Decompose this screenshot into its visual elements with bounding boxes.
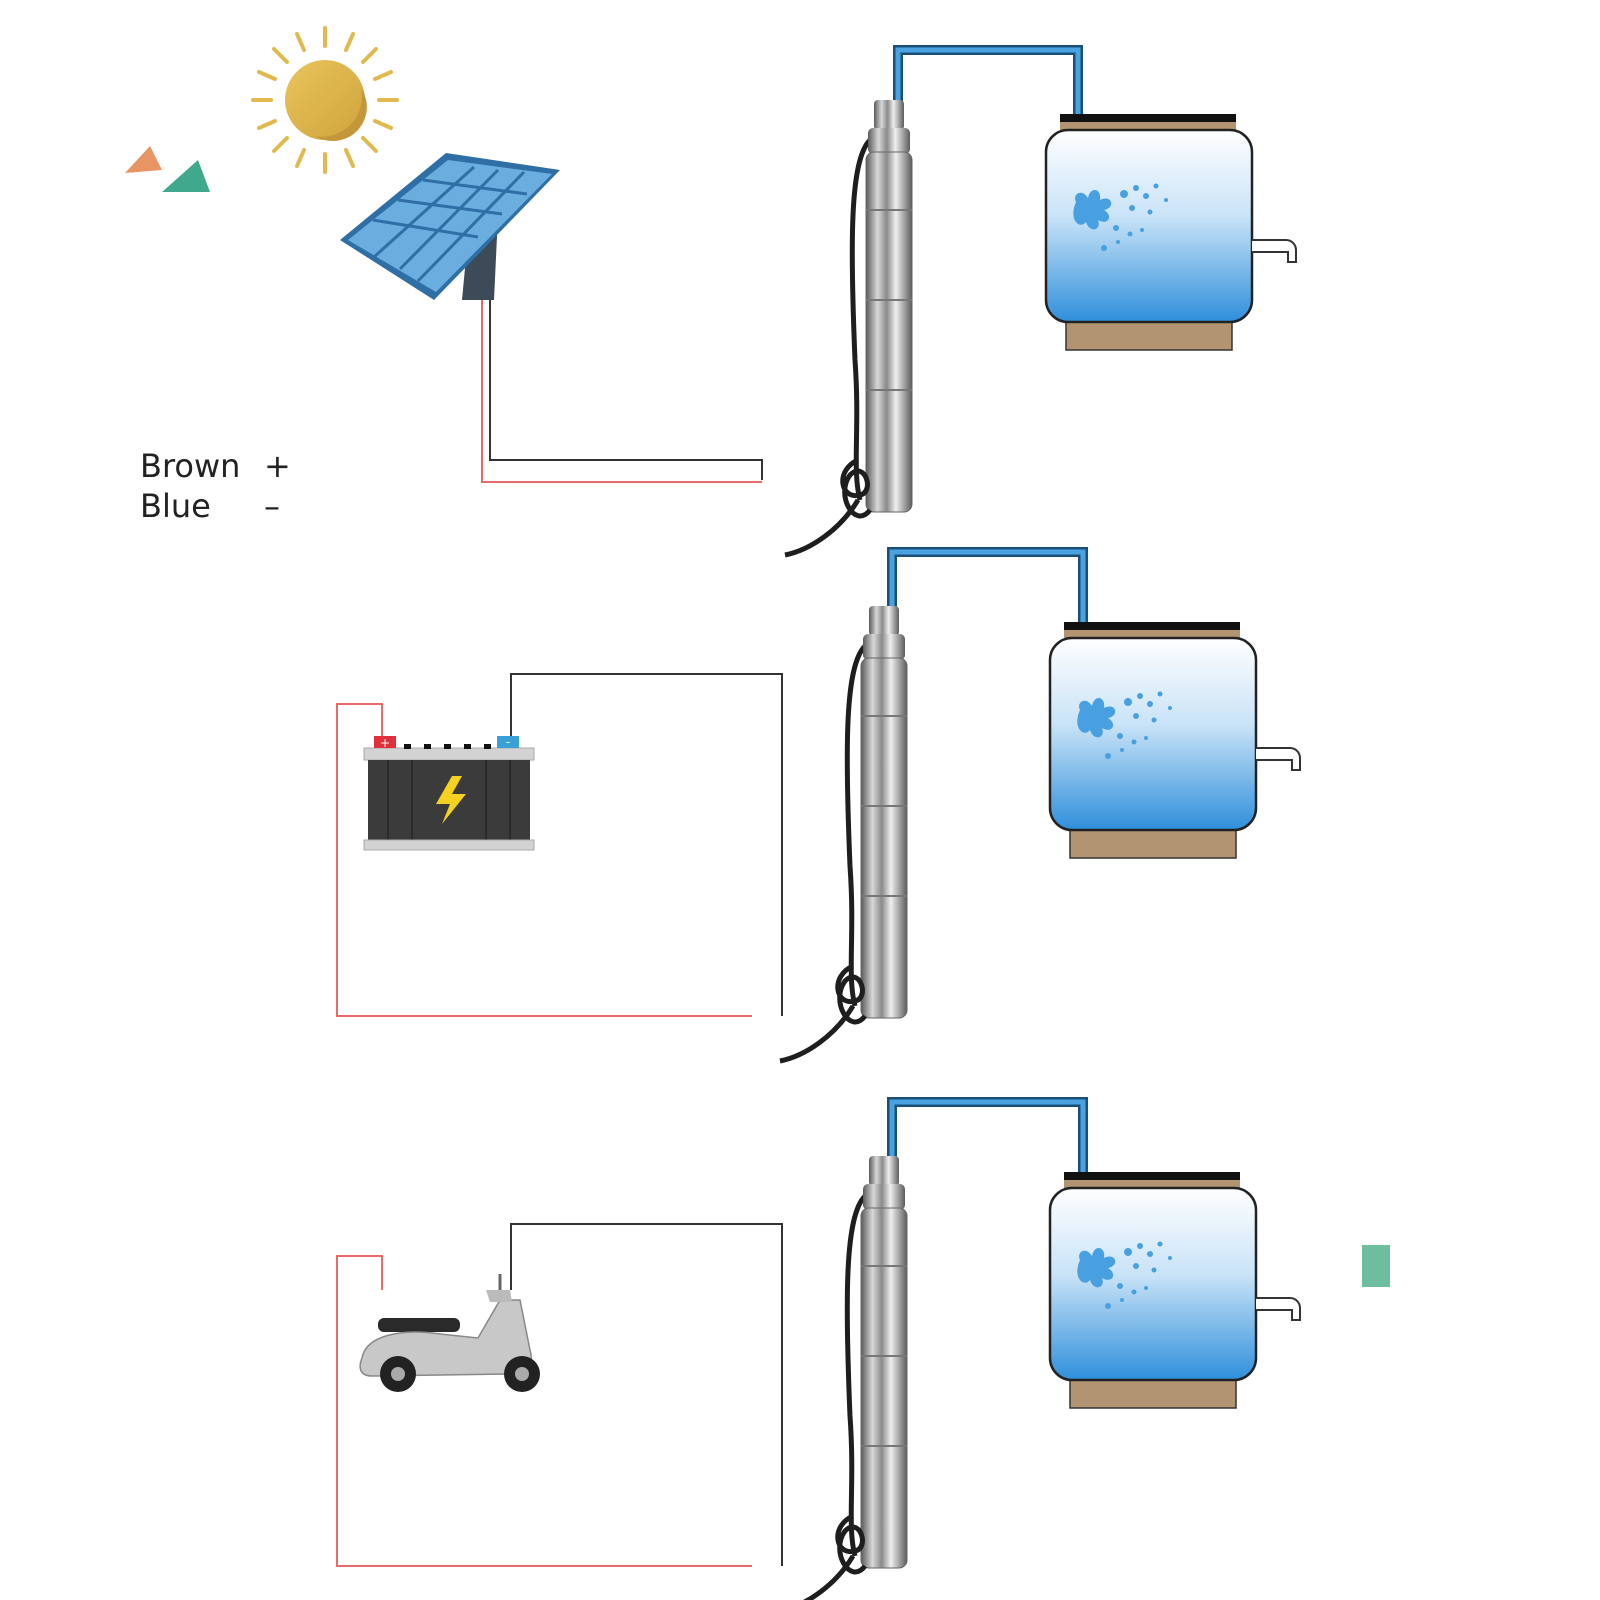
negative-wire bbox=[510, 1223, 783, 1566]
negative-wire bbox=[510, 673, 783, 1016]
moon-icon bbox=[238, 1118, 328, 1188]
water-tank bbox=[1044, 112, 1298, 352]
positive-wire bbox=[336, 703, 752, 1017]
svg-text:-: - bbox=[506, 735, 510, 749]
submersible-pump bbox=[785, 100, 912, 555]
legend-row-negative: Blue – bbox=[140, 486, 291, 526]
scene-battery: + - bbox=[238, 547, 1302, 1061]
birds-icon bbox=[125, 146, 210, 192]
legend-row-positive: Brown + bbox=[140, 446, 291, 486]
legend-label-blue: Blue bbox=[140, 487, 211, 525]
legend-label-brown: Brown bbox=[140, 447, 241, 485]
positive-wire bbox=[336, 1255, 752, 1567]
positive-wire bbox=[481, 300, 762, 483]
water-tank bbox=[1048, 1170, 1302, 1410]
water-tank bbox=[1048, 620, 1302, 860]
submersible-pump bbox=[780, 1156, 907, 1600]
green-marker bbox=[1362, 1245, 1390, 1287]
sun-icon bbox=[251, 26, 399, 174]
legend-sign-minus: – bbox=[264, 487, 280, 525]
solar-panel-icon bbox=[340, 153, 560, 300]
svg-text:+: + bbox=[380, 736, 390, 750]
negative-wire bbox=[489, 300, 763, 480]
legend-sign-plus: + bbox=[264, 447, 291, 485]
submersible-pump bbox=[780, 606, 907, 1061]
scene-scooter bbox=[238, 1097, 1390, 1600]
moon-icon bbox=[238, 570, 328, 640]
battery-icon: + - bbox=[363, 735, 535, 851]
wire-color-legend: Brown + Blue – bbox=[140, 446, 291, 526]
scene-solar bbox=[125, 26, 1298, 555]
scooter-icon bbox=[359, 1274, 540, 1392]
